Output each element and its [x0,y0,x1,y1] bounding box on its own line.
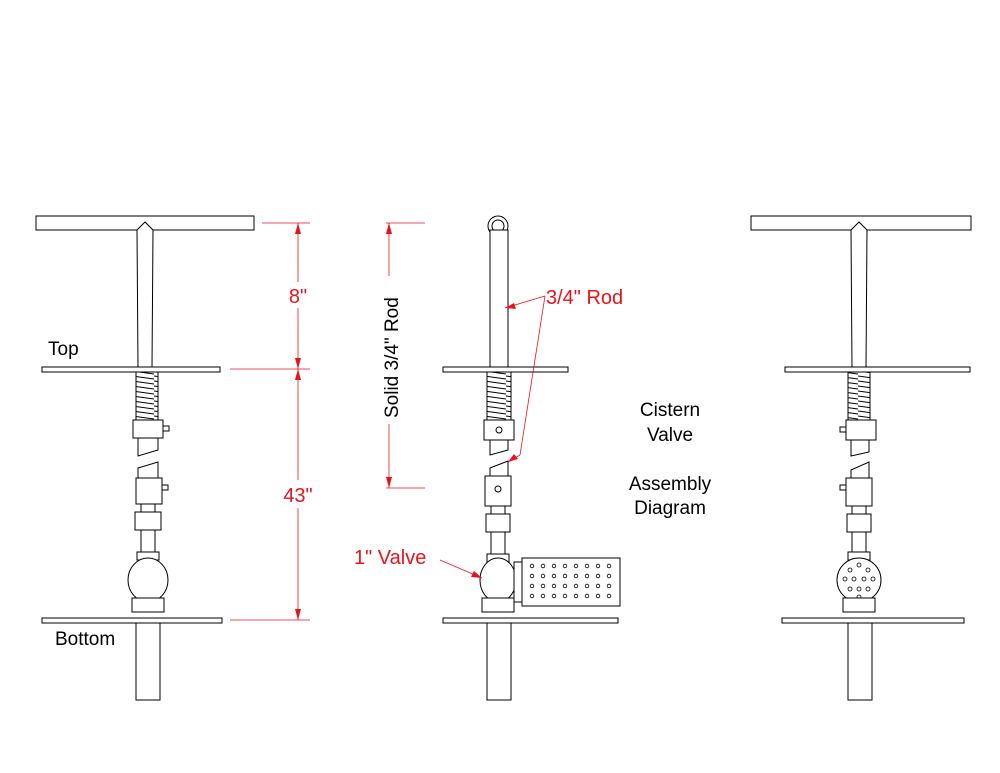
top-label: Top [48,339,79,360]
upper-coupler [845,419,877,441]
valve-base-nut [131,597,165,613]
valve-stem [851,531,867,553]
right-view [750,215,972,701]
set-screw-2 [839,484,847,491]
valve-body [479,557,517,603]
title-line-2: Valve [647,425,693,446]
pipe [847,622,873,701]
set-screw [839,426,847,433]
rod-callout: 3/4" Rod [546,287,623,309]
top-plate [784,366,971,373]
strainer-collar [513,561,523,603]
left-view: Top Bottom [35,215,255,701]
rod-cut-lower [137,461,159,479]
rod-cut-lower [850,461,870,479]
top-plate [442,366,569,373]
rod-cut-lower [489,460,509,477]
pipe [135,622,161,701]
valve-stem [490,531,506,555]
lower-coupler [135,477,163,505]
rod-cut-upper [850,439,870,457]
rod-length-label: Solid 3/4" Rod [382,297,403,418]
callouts: 3/4" Rod 1" Valve [354,287,623,579]
diagram-title: Cistern Valve Assembly Diagram [629,400,712,519]
title-line-3: Assembly [629,474,712,495]
pipe [486,622,512,701]
bottom-plate [41,617,223,624]
top-plate [41,366,221,373]
dim-8in: 8" [289,286,307,308]
dimension-lines: 8" 43" Solid 3/4" Rod [230,222,425,621]
title-line-1: Cistern [640,400,700,421]
rod-cut-upper [137,437,159,457]
valve-stem [140,529,156,553]
valve-base-nut [842,597,876,613]
spring [847,371,871,421]
face-holes [842,562,876,600]
rod-cut-upper [489,439,509,456]
rod [489,229,509,368]
title-line-4: Diagram [634,498,706,519]
dim-43in: 43" [283,485,312,507]
bottom-plate [781,617,965,624]
middle-view [442,215,621,701]
t-handle-shaft [136,221,154,368]
hex-nut [134,511,162,531]
stem [140,503,156,513]
set-screw-2 [161,484,169,491]
set-screw [162,425,170,432]
lower-coupler [484,475,512,507]
bottom-plate [442,617,619,624]
t-handle-shaft [850,221,868,368]
bottom-label: Bottom [55,629,115,650]
valve-body [127,557,169,603]
hex-nut [846,513,872,533]
lower-coupler [845,477,873,507]
stem [490,505,506,515]
upper-coupler [483,419,515,441]
strainer-holes [529,563,612,599]
valve-base-nut [481,597,515,613]
hex-nut [485,513,511,533]
strainer [521,557,621,607]
upper-coupler [132,419,164,439]
stem [851,505,867,515]
spring [486,371,512,421]
spring [135,371,159,421]
valve-callout: 1" Valve [354,547,426,569]
